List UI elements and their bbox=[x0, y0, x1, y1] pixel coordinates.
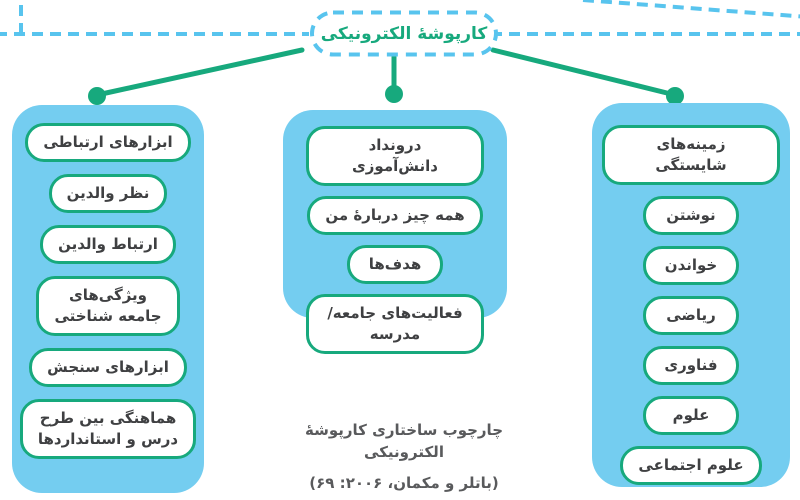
figure-caption: چارچوب ساختاری کارپوشۀ الکترونیکی (باتلر… bbox=[268, 420, 540, 494]
pill-left: ابزارهای ارتباطی bbox=[25, 123, 191, 162]
pill-left: ارتباط والدین bbox=[40, 225, 176, 264]
pill-left: ویژگی‌های جامعه شناختی bbox=[36, 276, 180, 336]
pill-right: علوم bbox=[643, 396, 739, 435]
pill-right: فناوری bbox=[643, 346, 739, 385]
category-box-left: ابزارهای ارتباطی نظر والدین ارتباط والدین و… bbox=[12, 105, 204, 493]
category-box-middle: درونداد دانش‌آموزی همه چیز دربارۀ من هدف‌ه… bbox=[283, 110, 507, 354]
pill-right: خواندن bbox=[643, 246, 739, 285]
diagram-root-title: کارپوشۀ الکترونیکی bbox=[320, 23, 488, 44]
hub-dashed-box bbox=[310, 10, 498, 57]
pill-left: نظر والدین bbox=[48, 174, 168, 213]
connector-line-left bbox=[94, 47, 305, 98]
connector-line-right bbox=[490, 47, 678, 98]
pill-middle: درونداد دانش‌آموزی bbox=[306, 126, 484, 186]
pill-right: علوم اجتماعی bbox=[620, 446, 762, 485]
dashed-line-diagonal-top-right bbox=[582, 0, 800, 19]
branch-dot-right bbox=[666, 87, 684, 105]
branch-dot-middle bbox=[385, 85, 403, 103]
figure-caption-line1: چارچوب ساختاری کارپوشۀ الکترونیکی bbox=[304, 421, 504, 461]
pill-middle: همه چیز دربارۀ من bbox=[307, 196, 483, 235]
pill-middle: هدف‌ها bbox=[347, 245, 443, 284]
pill-right: ریاضی bbox=[643, 296, 739, 335]
pill-middle: فعالیت‌های جامعه/مدرسه bbox=[306, 294, 484, 354]
branch-dot-left bbox=[88, 87, 106, 105]
figure-caption-line2: (باتلر و مکمان، ۲۰۰۶: ۶۹) bbox=[309, 473, 499, 492]
category-box-right: زمینه‌های شایستگی نوشتن خواندن ریاضی فناوری ع… bbox=[592, 103, 790, 487]
pill-left: ابزارهای سنجش bbox=[29, 348, 187, 387]
pill-right: زمینه‌های شایستگی bbox=[602, 125, 780, 185]
pill-right: نوشتن bbox=[643, 196, 739, 235]
pill-left: هماهنگی بین طرح درس و استانداردها bbox=[19, 399, 197, 459]
